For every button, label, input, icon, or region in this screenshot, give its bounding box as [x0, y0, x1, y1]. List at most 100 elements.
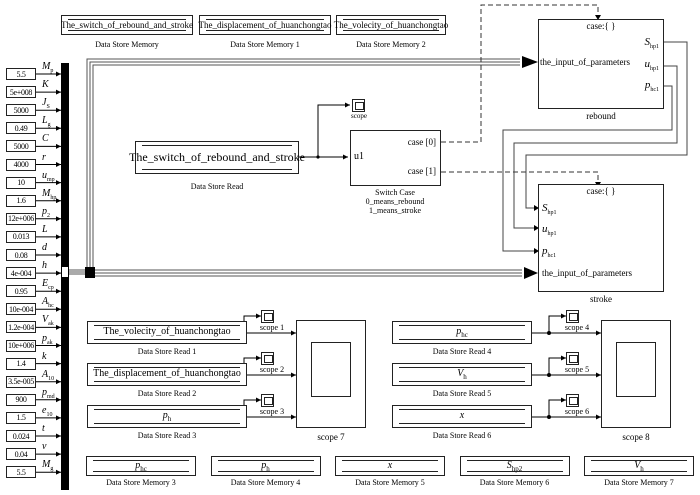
data-store-memory-bottom[interactable]: ph [210, 456, 321, 476]
data-store-read-label: The_volecity_of_huanchongtao [103, 326, 231, 337]
data-store-read[interactable]: The_volecity_of_huanchongtao [87, 321, 247, 344]
bus-selector-block[interactable] [85, 267, 95, 278]
constant-block[interactable]: 10e-004 [6, 303, 36, 316]
constant-value: 5000 [13, 105, 29, 115]
constant-block[interactable]: 0.08 [6, 249, 36, 261]
rebound-subsystem[interactable]: case:{ } the_input_of_parameters Shp1 uh… [538, 19, 664, 109]
constant-signal-label: ump [42, 169, 55, 183]
constant-block[interactable]: 3.5e-005 [6, 375, 36, 388]
rebound-output-p: phc1 [644, 79, 659, 93]
data-store-read-caption: Data Store Read 6 [432, 431, 492, 440]
constant-block[interactable]: 0.49 [6, 122, 36, 135]
mux-selector [61, 266, 69, 278]
stroke-subsystem[interactable]: case:{ } Shp1 uhp1 phc1 the_input_of_par… [538, 184, 664, 292]
small-scope[interactable] [261, 352, 274, 365]
constant-block[interactable]: 10e+006 [6, 339, 36, 352]
constant-block[interactable]: 1.2e-004 [6, 321, 36, 334]
data-store-read[interactable]: phc [392, 321, 532, 344]
branch-point [547, 373, 551, 377]
constant-signal-label: Mp [42, 61, 54, 74]
constant-block[interactable]: 0.95 [6, 285, 36, 298]
dsm-bottom-label: phc [135, 459, 147, 473]
data-store-read[interactable]: Vh [392, 363, 532, 386]
data-store-memory-top[interactable]: The_volecity_of_huanchongtao [334, 15, 448, 35]
stroke-param-input: the_input_of_parameters [542, 268, 632, 278]
constant-value: 5000 [13, 141, 29, 151]
data-store-read[interactable]: x [392, 405, 532, 428]
data-store-read-label: ph [162, 410, 172, 423]
data-store-read[interactable]: ph [87, 405, 247, 428]
constant-value: 0.024 [12, 431, 30, 441]
small-scope-caption: scope 3 [259, 407, 285, 416]
constant-value: 3.5e-005 [8, 377, 34, 387]
scope-top[interactable] [352, 99, 365, 112]
rebound-header: case:{ } [586, 21, 616, 31]
scope-7[interactable] [296, 320, 366, 428]
constant-signal-label: pmd [42, 386, 55, 400]
constant-block[interactable]: 0.013 [6, 230, 36, 243]
dsm-top-label: The_switch_of_rebound_and_stroke [61, 20, 193, 30]
constant-block[interactable]: 1.6 [6, 194, 36, 207]
constant-block[interactable]: 10 [6, 176, 36, 189]
constant-block[interactable]: 12e+006 [6, 212, 36, 225]
dsm-bottom-label: Shp2 [506, 459, 523, 473]
dsm-bottom-caption: Data Store Memory 4 [230, 478, 301, 487]
constant-value: 10e-004 [8, 304, 34, 314]
constant-signal-label: h [42, 260, 47, 272]
constant-value: 900 [15, 395, 27, 405]
constant-value: 10e+006 [8, 341, 34, 350]
constant-block[interactable]: 0.04 [6, 448, 36, 461]
dsm-bottom-label: x [387, 459, 393, 471]
constant-block[interactable]: 4e-004 [6, 267, 36, 280]
constant-signal-label: p2 [42, 205, 50, 219]
constant-value: 0.013 [12, 232, 30, 242]
constant-signal-label: Ecp [42, 278, 54, 292]
data-store-read-caption: Data Store Read 4 [432, 347, 492, 356]
constant-value: 5.5 [16, 69, 26, 79]
constant-value: 1.6 [16, 196, 26, 206]
constant-block[interactable]: 0.024 [6, 430, 36, 442]
data-store-memory-bottom[interactable]: Shp2 [459, 456, 570, 476]
dsm-bottom-caption: Data Store Memory 5 [355, 478, 425, 487]
constant-block[interactable]: 5000 [6, 104, 36, 117]
data-store-read[interactable]: The_displacement_of_huanchongtao [87, 363, 247, 386]
constant-value: 12e+006 [8, 214, 34, 224]
scope-8-screen [615, 342, 657, 398]
dsm-top-caption: Data Store Memory 2 [356, 40, 426, 49]
constant-signal-label: C [42, 133, 49, 145]
dsm-top-label: The_displacement_of_huanchongtao [198, 20, 332, 30]
constant-block[interactable]: 5.5 [6, 466, 36, 479]
constant-signal-label: r [42, 151, 46, 163]
data-store-memory-bottom[interactable]: x [335, 456, 445, 476]
constant-block[interactable]: 4000 [6, 158, 36, 171]
small-scope-caption: scope 5 [564, 365, 590, 374]
data-store-memory-bottom[interactable]: phc [86, 456, 196, 476]
constant-block[interactable]: 5.5 [6, 68, 36, 80]
constant-block[interactable]: 900 [6, 393, 36, 406]
scope-8[interactable] [601, 320, 671, 428]
small-scope[interactable] [566, 310, 579, 323]
small-scope[interactable] [261, 310, 274, 323]
data-store-memory-top[interactable]: The_switch_of_rebound_and_stroke [61, 15, 193, 35]
small-scope[interactable] [566, 394, 579, 407]
dsm-bottom-caption: Data Store Memory 6 [479, 478, 550, 487]
constant-block[interactable]: 5000 [6, 140, 36, 153]
constant-block[interactable]: 1.5 [6, 411, 36, 424]
constant-value: 0.04 [14, 449, 28, 459]
switch-data-store-read[interactable]: The_switch_of_rebound_and_stroke [129, 141, 305, 174]
scope-8-caption: scope 8 [622, 432, 650, 442]
switch-case-block[interactable]: u1 case [0] case [1] [350, 130, 441, 186]
data-store-memory-top[interactable]: The_displacement_of_huanchongtao [199, 15, 331, 35]
constant-block[interactable]: 1.4 [6, 357, 36, 370]
constant-value: 1.4 [16, 359, 26, 369]
small-scope-caption: scope 6 [564, 407, 590, 416]
data-store-read-label: The_displacement_of_huanchongtao [93, 368, 241, 379]
small-scope[interactable] [261, 394, 274, 407]
data-store-memory-bottom[interactable]: Vh [584, 456, 694, 476]
data-store-read-caption: Data Store Read 2 [137, 389, 197, 398]
constant-block[interactable]: 5e+008 [6, 86, 36, 99]
small-scope[interactable] [566, 352, 579, 365]
small-scope-caption: scope 4 [564, 323, 590, 332]
rebound-param-input: the_input_of_parameters [540, 57, 630, 67]
